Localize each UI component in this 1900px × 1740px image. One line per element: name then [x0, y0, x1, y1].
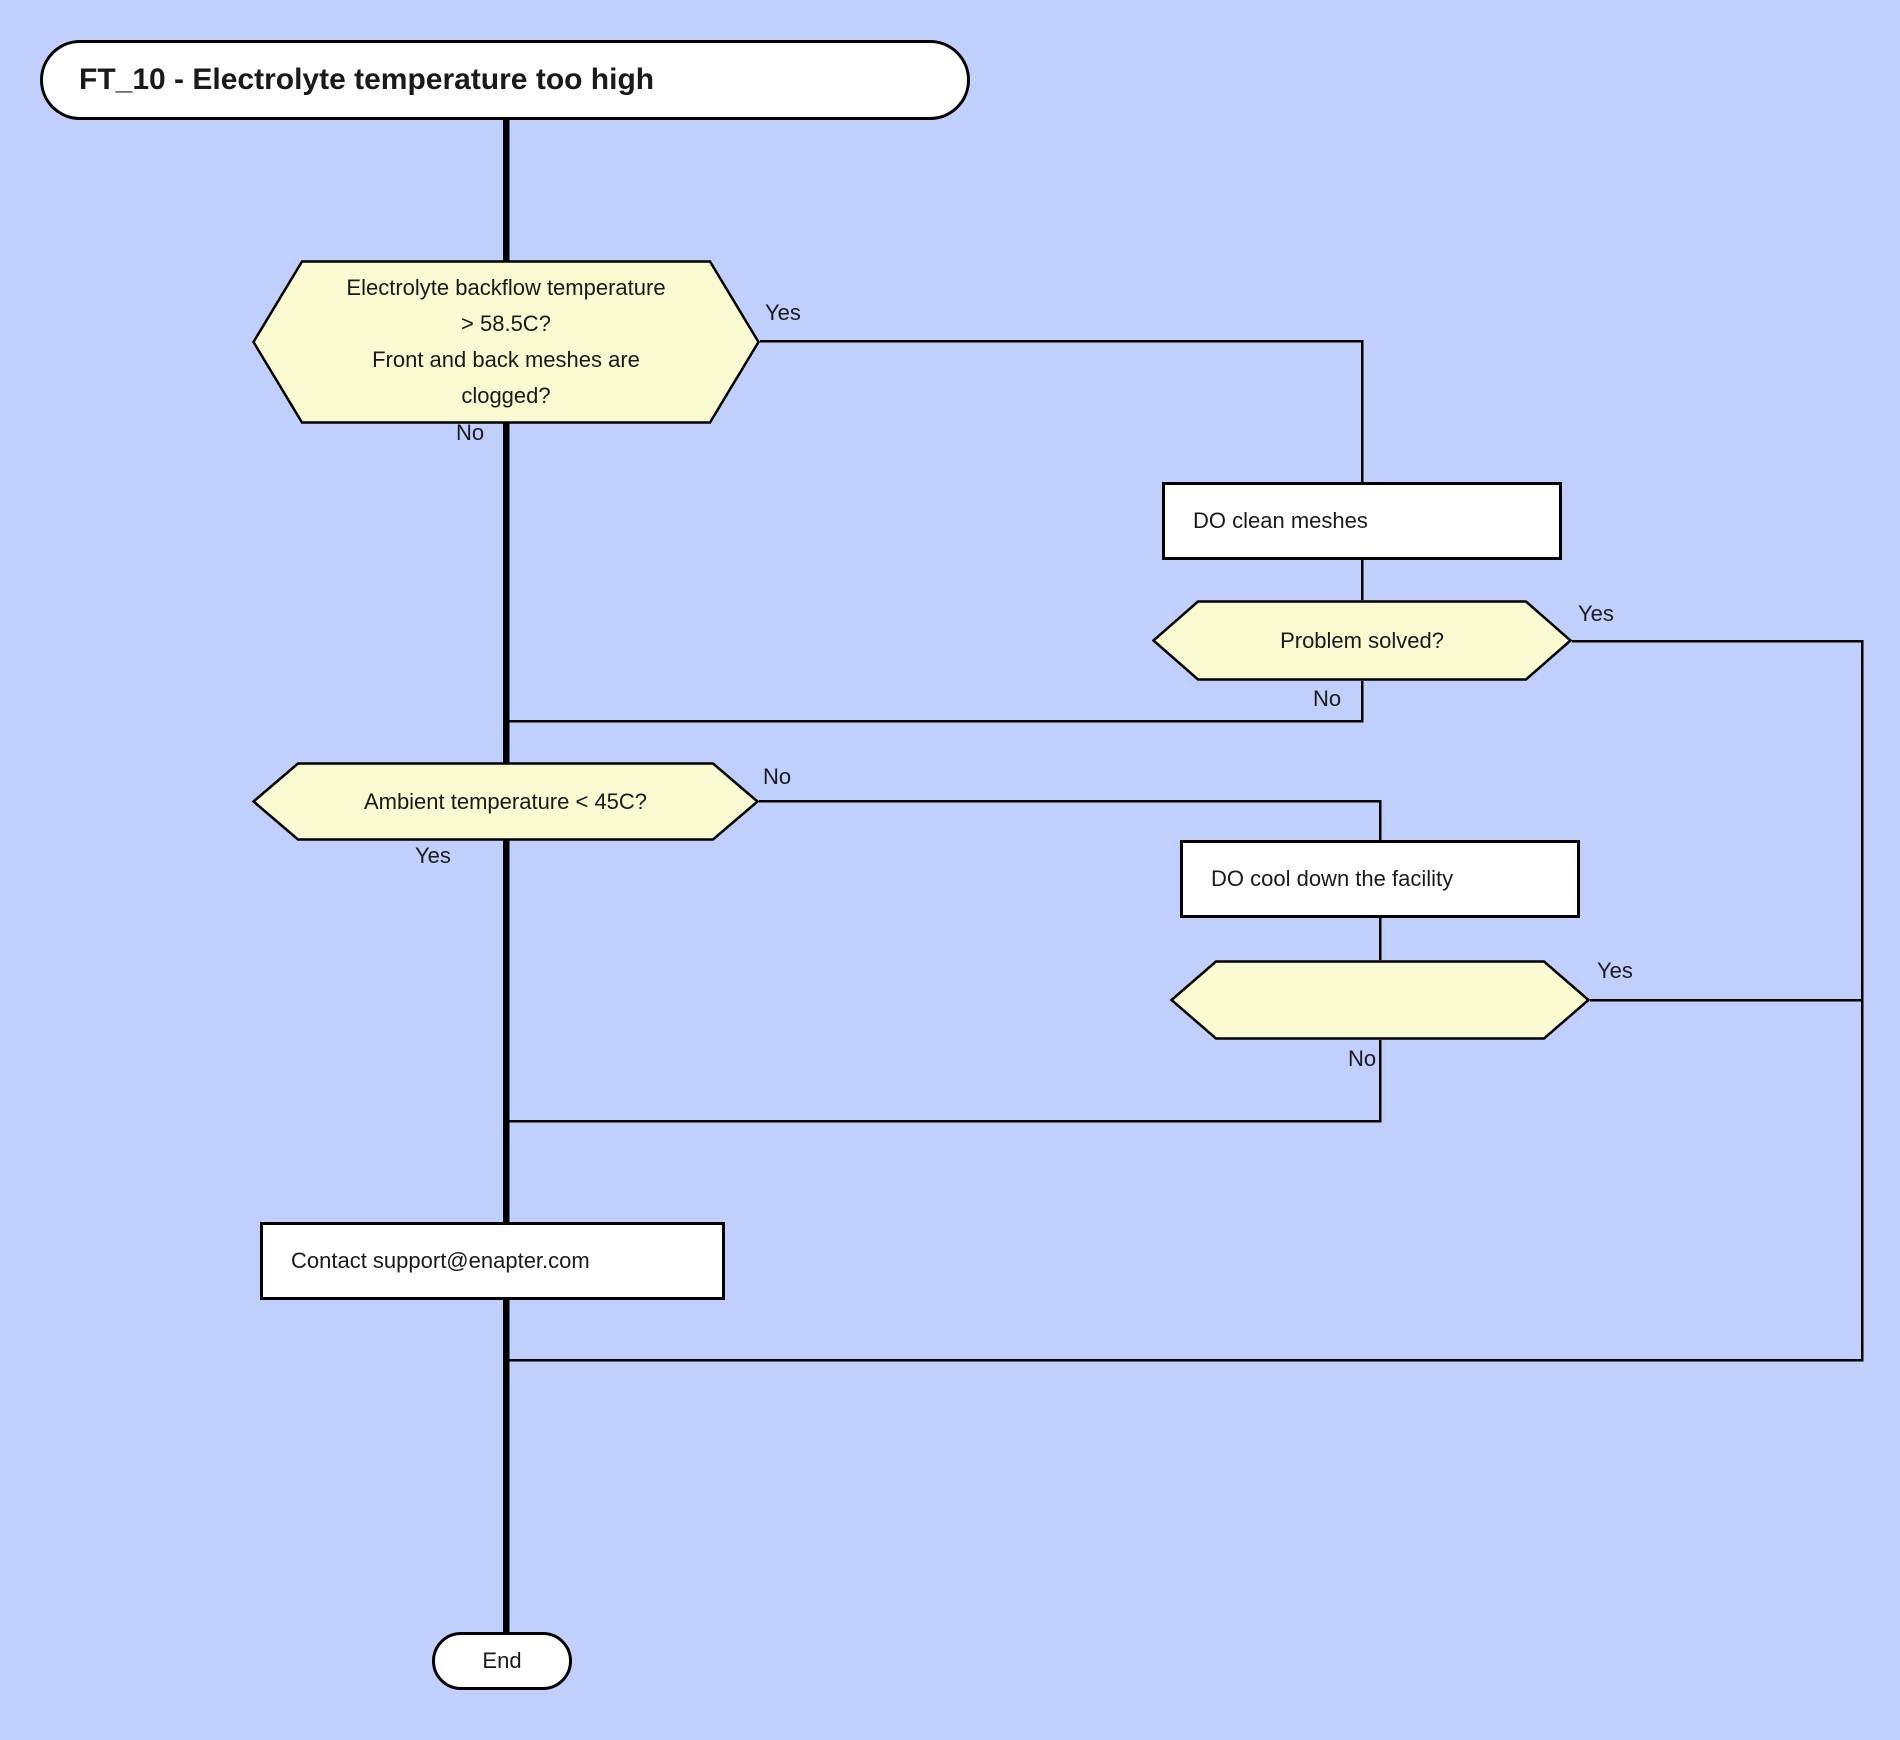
process-do-clean-meshes: DO clean meshes — [1162, 482, 1562, 560]
decision-ambient-temperature: Ambient temperature < 45C? — [252, 762, 759, 841]
flowchart-title: FT_10 - Electrolyte temperature too high — [79, 63, 655, 96]
decision-problem-solved-1-label: Problem solved? — [1280, 627, 1444, 653]
hexagon-shape — [1170, 960, 1590, 1040]
decision-backflow-label: Electrolyte backflow temperature > 58.5C… — [346, 275, 666, 408]
process-contact-support: Contact support@enapter.com — [260, 1222, 725, 1300]
hexagon-shape — [252, 260, 760, 424]
process-do-clean-meshes-label: DO clean meshes — [1193, 508, 1368, 533]
edge-backflow-yes — [760, 339, 1364, 482]
edge-ambient-no — [759, 799, 1382, 840]
decision-ambient-label: Ambient temperature < 45C? — [363, 788, 648, 814]
edge-label-backflow-no: No — [456, 420, 485, 445]
end-node-label: End — [482, 1648, 522, 1673]
decision-backflow-temperature: Electrolyte backflow temperature > 58.5C… — [252, 260, 760, 424]
start-node-title: FT_10 - Electrolyte temperature too high — [40, 40, 970, 120]
edge-label-solved2-yes: Yes — [1597, 958, 1633, 983]
edge-label-solved1-no: No — [1313, 686, 1342, 711]
process-do-cool-down-label: DO cool down the facility — [1211, 866, 1454, 891]
hexagon-shape — [252, 762, 759, 841]
edge-label-solved1-yes: Yes — [1578, 601, 1614, 626]
edge-label-solved2-no: No — [1348, 1046, 1377, 1071]
edge-label-ambient-yes: Yes — [415, 843, 451, 868]
process-contact-support-label: Contact support@enapter.com — [291, 1248, 590, 1273]
hexagon-shape — [1152, 600, 1572, 681]
process-do-cool-down: DO cool down the facility — [1180, 840, 1580, 918]
end-node: End — [432, 1632, 572, 1690]
decision-problem-solved-1: Problem solved? — [1152, 600, 1572, 681]
decision-problem-solved-2 — [1170, 960, 1590, 1040]
edge-solved2-no — [506, 1040, 1382, 1123]
edge-label-ambient-no: No — [763, 764, 792, 789]
edge-solved1-no — [506, 681, 1364, 723]
edge-label-backflow-yes: Yes — [765, 300, 801, 325]
decision-problem-solved-2-label — [1170, 960, 1590, 1040]
